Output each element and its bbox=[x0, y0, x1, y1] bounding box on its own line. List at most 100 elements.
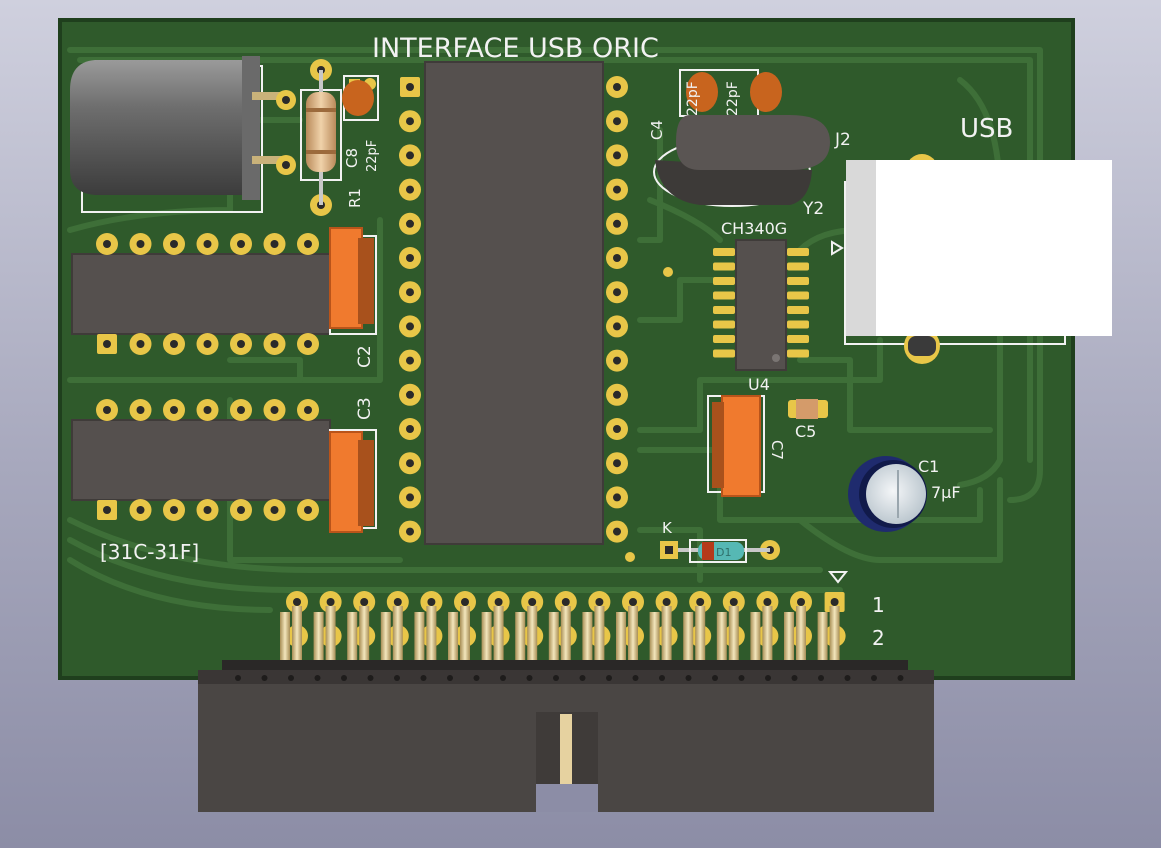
pad-hole bbox=[613, 83, 621, 91]
smd-pad bbox=[787, 262, 809, 271]
header-pin bbox=[414, 612, 425, 668]
board-title: INTERFACE USB ORIC bbox=[372, 33, 659, 64]
capacitor-c7 bbox=[707, 395, 765, 497]
header-pin bbox=[460, 606, 470, 668]
header-pin bbox=[292, 606, 302, 668]
smd-pad bbox=[713, 306, 735, 314]
capacitor-c1 bbox=[848, 456, 927, 532]
header-pin bbox=[716, 612, 727, 668]
usb-b-connector bbox=[831, 154, 1112, 364]
header-cavity bbox=[712, 675, 718, 681]
pad-hole bbox=[613, 254, 621, 262]
pad-hole bbox=[237, 506, 245, 514]
header-pin bbox=[649, 612, 660, 668]
pad-hole bbox=[237, 340, 245, 348]
header-cavity bbox=[341, 675, 347, 681]
header-pin bbox=[380, 612, 391, 668]
c2-label: C2 bbox=[355, 345, 375, 368]
pad-hole bbox=[237, 240, 245, 248]
header-pin bbox=[392, 606, 403, 668]
copper-traces bbox=[67, 47, 1043, 613]
pad-hole bbox=[406, 288, 414, 297]
pad-hole bbox=[461, 598, 469, 606]
pad-hole bbox=[170, 240, 178, 248]
pad-hole bbox=[203, 506, 212, 514]
pad-hole bbox=[613, 117, 621, 126]
pad-hole bbox=[406, 151, 414, 160]
header-pin bbox=[515, 612, 526, 668]
pad-hole bbox=[103, 240, 111, 248]
mini-din-connector bbox=[70, 56, 296, 213]
header-pin bbox=[448, 612, 458, 668]
pad-hole bbox=[136, 240, 145, 248]
header-pin bbox=[683, 612, 694, 668]
c8-ref: C8 bbox=[343, 148, 361, 168]
pad-hole bbox=[406, 185, 414, 194]
header-cavity bbox=[871, 675, 877, 681]
header-cavity bbox=[844, 675, 851, 681]
main-dip40-ic bbox=[399, 61, 628, 545]
header-pin bbox=[817, 612, 828, 668]
pad-hole bbox=[270, 506, 279, 514]
c1-ref: C1 bbox=[918, 457, 939, 476]
pad-hole bbox=[103, 506, 111, 514]
header-pin bbox=[695, 606, 706, 668]
smd-pad bbox=[713, 349, 735, 358]
pad-hole bbox=[528, 598, 537, 606]
pad-hole bbox=[406, 527, 414, 536]
c7-label: C7 bbox=[768, 440, 786, 460]
header-pin bbox=[750, 612, 761, 668]
pad-hole bbox=[629, 598, 637, 606]
pad-hole bbox=[763, 598, 772, 606]
pad-hole bbox=[270, 340, 279, 348]
pad-hole bbox=[696, 598, 705, 606]
pad-hole bbox=[561, 598, 570, 606]
header-pin bbox=[628, 606, 638, 668]
pad-hole bbox=[613, 527, 621, 536]
smd-pad bbox=[713, 320, 735, 329]
pad-hole bbox=[170, 506, 178, 514]
header-cavity bbox=[738, 675, 745, 681]
header-pin bbox=[616, 612, 626, 668]
capacitor-c4 bbox=[679, 69, 782, 117]
address-range-label: [31C-31F] bbox=[100, 540, 199, 564]
pad-hole bbox=[170, 406, 178, 414]
pad-hole bbox=[406, 322, 414, 331]
pad-hole bbox=[136, 406, 145, 414]
d1-label: D1 bbox=[716, 546, 731, 559]
pad-hole bbox=[293, 598, 301, 606]
pad-hole bbox=[406, 254, 414, 262]
pad-hole bbox=[304, 340, 312, 348]
header-cavity bbox=[394, 675, 400, 681]
capacitor-c3 bbox=[329, 429, 377, 533]
pad-hole bbox=[729, 598, 738, 606]
header-cavity bbox=[526, 675, 533, 681]
header-cavity bbox=[553, 675, 559, 681]
idc-box-header bbox=[198, 660, 934, 812]
header-cavity bbox=[685, 675, 692, 681]
header-pin bbox=[829, 606, 840, 668]
pad-hole bbox=[613, 459, 621, 468]
header-pin bbox=[762, 606, 773, 668]
header-pads bbox=[280, 591, 846, 668]
pad-hole bbox=[830, 598, 839, 606]
pad-hole bbox=[170, 340, 178, 348]
crystal-y2 bbox=[653, 115, 830, 207]
u4-label: U4 bbox=[748, 375, 770, 394]
header-pin bbox=[347, 612, 358, 668]
header-cavity bbox=[314, 675, 321, 681]
header-pin bbox=[527, 606, 538, 668]
capacitor-c5 bbox=[788, 399, 828, 419]
usb-label: USB bbox=[960, 114, 1013, 144]
diode-d1 bbox=[660, 539, 780, 563]
pad-hole bbox=[270, 406, 279, 414]
smd-pad bbox=[787, 291, 809, 300]
d1-cathode-label: K bbox=[662, 519, 673, 537]
pad-hole bbox=[494, 598, 503, 606]
header-pin bbox=[359, 606, 370, 668]
ch340g-ic-u4 bbox=[713, 239, 809, 371]
smd-pad bbox=[787, 306, 809, 314]
pad-hole bbox=[613, 151, 621, 160]
c8-value: 22pF bbox=[365, 140, 380, 172]
